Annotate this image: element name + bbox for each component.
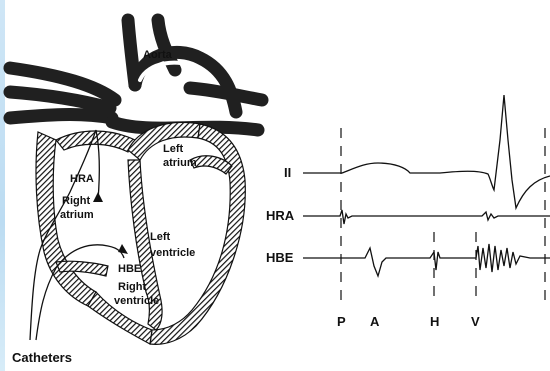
marker-label-v: V bbox=[471, 314, 480, 329]
timing-markers bbox=[341, 128, 545, 300]
right-ventricle-label-line1: Right bbox=[118, 281, 146, 293]
aorta-label: Aorta bbox=[143, 49, 173, 61]
hbe-tip-label: HBE bbox=[118, 263, 141, 275]
right-atrium-label-line2: atrium bbox=[60, 209, 94, 221]
great-vessels bbox=[10, 20, 262, 130]
marker-label-p: P bbox=[337, 314, 346, 329]
trace-hbe bbox=[303, 244, 550, 276]
trace-hra bbox=[303, 210, 550, 224]
right-ventricle-label-line2: ventricle bbox=[114, 295, 159, 307]
left-atrium-label-line2: atrium bbox=[163, 157, 197, 169]
channel-label-hra: HRA bbox=[266, 208, 295, 223]
channel-label-hbe: HBE bbox=[266, 250, 294, 265]
left-atrium-label-line1: Left bbox=[163, 143, 184, 155]
channel-label-ii: II bbox=[284, 165, 291, 180]
right-atrium-label-line1: Right bbox=[62, 195, 90, 207]
marker-label-a: A bbox=[370, 314, 380, 329]
trace-lead-ii bbox=[303, 95, 550, 208]
heart-diagram: Aorta HRA Right atrium Left atrium Left … bbox=[10, 20, 262, 365]
left-ventricle-label-line1: Left bbox=[150, 231, 171, 243]
catheters-label: Catheters bbox=[12, 350, 72, 365]
left-ventricle-label-line2: ventricle bbox=[150, 247, 195, 259]
marker-label-h: H bbox=[430, 314, 439, 329]
electrogram-panel: II HRA HBE P A H V bbox=[266, 95, 550, 329]
heart-walls bbox=[36, 122, 245, 344]
hra-chamber-label: HRA bbox=[70, 173, 94, 185]
